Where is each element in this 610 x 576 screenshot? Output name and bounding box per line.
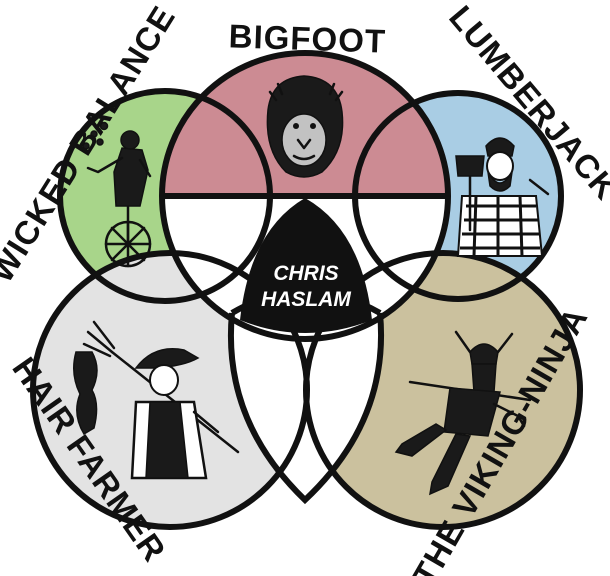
bigfoot-label-group: BIGFOOT	[228, 17, 387, 59]
bigfoot-face-icon	[266, 75, 344, 178]
unicycle-juggler-icon	[82, 121, 152, 268]
farmer-pitchfork-icon	[73, 320, 240, 480]
viking-ninja-sword-icon	[394, 330, 532, 496]
bigfoot-label: BIGFOOT	[228, 17, 387, 59]
center-region	[240, 198, 372, 333]
center-label-line1: CHRIS	[273, 262, 338, 285]
center-label-line2: HASLAM	[261, 288, 351, 311]
lumberjack-axe-icon	[455, 137, 550, 257]
